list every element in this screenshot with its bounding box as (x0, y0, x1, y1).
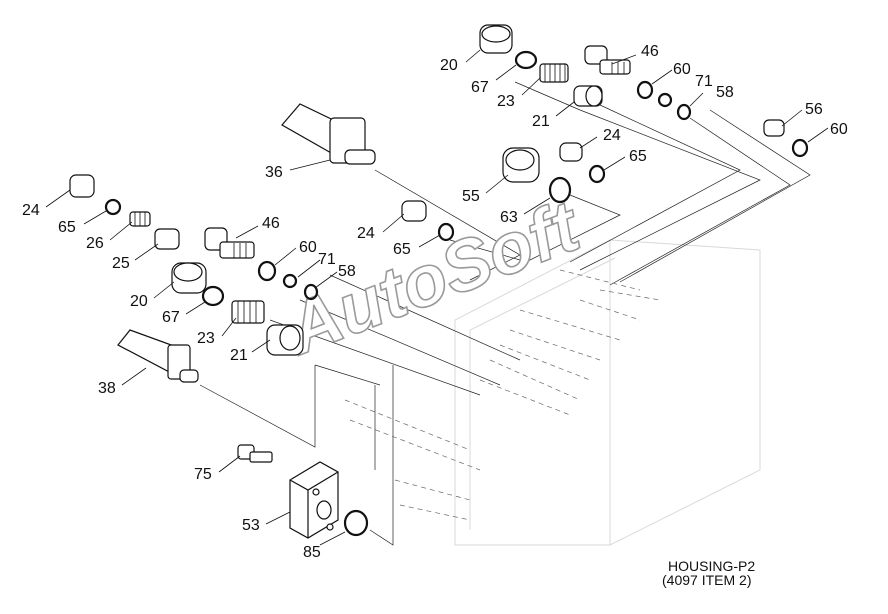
callout-24-center: 24 (357, 225, 375, 242)
callout-25: 25 (112, 255, 130, 272)
o-ring-71-left (282, 273, 298, 289)
bolt-75 (237, 444, 273, 463)
plug-part-24-center (401, 200, 427, 222)
caption-line-1: HOUSING-P2 (668, 558, 755, 574)
callout-63: 63 (500, 209, 518, 226)
callout-38: 38 (98, 380, 116, 397)
callout-20-left: 20 (130, 293, 148, 310)
plug-part-24-mid (559, 142, 583, 162)
o-ring-60-left (257, 260, 277, 282)
drawing-caption: HOUSING-P2 (4097 ITEM 2) (662, 558, 755, 588)
o-ring-60-right (791, 138, 809, 158)
callout-60-top: 60 (673, 61, 691, 78)
plug-part-55 (502, 147, 540, 183)
plug-part-20-left (171, 262, 207, 294)
callout-65-mid: 65 (629, 148, 647, 165)
solenoid-38 (117, 329, 199, 383)
watermark-text: AutoSoft (275, 185, 592, 370)
spring-26 (129, 211, 151, 227)
piston-25 (154, 228, 180, 250)
o-ring-58-left (303, 283, 319, 301)
o-ring-67-top (514, 50, 538, 70)
callout-56: 56 (805, 101, 823, 118)
o-ring-60-top (636, 80, 654, 100)
o-ring-85 (343, 509, 369, 537)
callout-24-mid: 24 (603, 127, 621, 144)
o-ring-65-center (437, 222, 455, 242)
solenoid-36 (281, 103, 376, 165)
callout-labels: 20 67 23 21 46 60 71 58 56 60 36 24 65 5… (22, 43, 848, 561)
o-ring-58-top (676, 103, 692, 121)
callout-71-left: 71 (318, 251, 336, 268)
callout-65-center: 65 (393, 241, 411, 258)
callout-60-left: 60 (299, 239, 317, 256)
housing-ghost-outline (454, 239, 761, 546)
assembly-guide-lines (199, 81, 811, 546)
callout-21-left: 21 (230, 347, 248, 364)
callout-67-top: 67 (471, 79, 489, 96)
callout-23-left: 23 (197, 330, 215, 347)
callout-85: 85 (303, 544, 321, 561)
callout-20-top: 20 (440, 57, 458, 74)
callout-58-left: 58 (338, 263, 356, 280)
callout-75: 75 (194, 466, 212, 483)
o-ring-65-mid (588, 164, 606, 184)
flange-block-53 (289, 461, 339, 539)
o-ring-71-top (657, 92, 673, 108)
o-ring-67-left (201, 285, 225, 307)
valve-46-top (584, 45, 631, 75)
callout-21-top: 21 (532, 113, 550, 130)
spool-21-top (573, 85, 603, 107)
callout-leaders (45, 49, 829, 546)
callout-71-top: 71 (695, 73, 713, 90)
callout-46-left: 46 (262, 215, 280, 232)
callout-36: 36 (265, 164, 283, 181)
spool-21-left (266, 324, 304, 356)
callout-65-left: 65 (58, 219, 76, 236)
valve-46-left (204, 227, 255, 259)
spring-23-left (231, 300, 265, 324)
callout-67-left: 67 (162, 309, 180, 326)
caption-line-2: (4097 ITEM 2) (662, 572, 751, 588)
plug-part-24-left (69, 174, 95, 198)
callout-26: 26 (86, 235, 104, 252)
callout-53: 53 (242, 517, 260, 534)
plug-part-56 (763, 119, 785, 137)
o-ring-65-left (104, 198, 122, 216)
plug-part-20-top (479, 24, 513, 54)
callout-46-top: 46 (641, 43, 659, 60)
callout-24-left: 24 (22, 202, 40, 219)
callout-60-right: 60 (830, 121, 848, 138)
callout-23-top: 23 (497, 93, 515, 110)
spring-23-top (539, 63, 569, 83)
callout-58-top: 58 (716, 84, 734, 101)
callout-55: 55 (462, 188, 480, 205)
hidden-dashed-lines (344, 269, 661, 521)
o-ring-63 (548, 176, 572, 204)
